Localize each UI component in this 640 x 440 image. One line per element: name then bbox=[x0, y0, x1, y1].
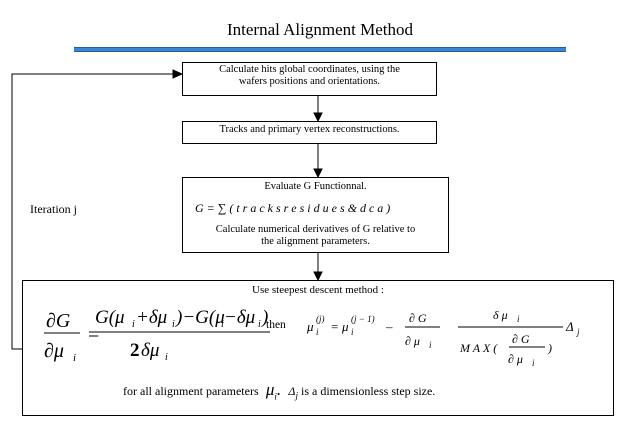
svg-text:+δμ: +δμ bbox=[136, 307, 167, 328]
svg-text:i: i bbox=[73, 352, 76, 364]
iteration-label: Iteration j bbox=[30, 202, 77, 216]
functional-formula: G = ∑ ( t r a c k s r e s i d u e s & d … bbox=[195, 201, 391, 215]
step-box-hits: Calculate hits global coordinates, using… bbox=[182, 62, 437, 96]
svg-text:i: i bbox=[132, 319, 135, 330]
descent-then: then bbox=[266, 319, 286, 331]
svg-text:δμ: δμ bbox=[141, 340, 159, 361]
arrow-1-to-2 bbox=[313, 95, 323, 123]
gradient-formula: ∂G ∂μ i = G(μ i +δμ i )−G(μ i −δμ i ) 2 … bbox=[44, 307, 270, 364]
svg-text:i: i bbox=[429, 340, 432, 350]
title-underline bbox=[74, 47, 566, 52]
svg-text:μ: μ bbox=[306, 319, 314, 334]
step-tracks-text: Tracks and primary vertex reconstruction… bbox=[219, 124, 400, 135]
svg-text:i: i bbox=[258, 319, 261, 330]
step-functional-line1: Evaluate G Functionnal. bbox=[264, 181, 367, 192]
footer-mid: is a dimensionless step size. bbox=[300, 384, 436, 398]
svg-text:): ) bbox=[547, 341, 552, 355]
step-functional-line3: Calculate numerical derivatives of G rel… bbox=[215, 224, 416, 235]
svg-text:Δ: Δ bbox=[565, 319, 574, 334]
svg-text:M A X (: M A X ( bbox=[459, 341, 498, 355]
svg-text:): ) bbox=[261, 307, 268, 328]
step-functional-line4: the alignment parameters. bbox=[261, 236, 370, 247]
svg-text:∂ μ: ∂ μ bbox=[508, 352, 523, 366]
step-hits-line1: Calculate hits global coordinates, using… bbox=[219, 64, 400, 75]
svg-text:2: 2 bbox=[130, 340, 140, 361]
iteration-loop-arrow bbox=[11, 69, 184, 350]
svg-text:i: i bbox=[532, 358, 535, 368]
update-formula: μ (j) i = μ (j − 1) i – ∂ G ∂ μ i δ μ i … bbox=[306, 308, 580, 368]
svg-text:i: i bbox=[517, 314, 520, 324]
arrow-2-to-3 bbox=[313, 144, 323, 179]
footer-mu-symbol: μi. bbox=[261, 380, 286, 402]
footer-pre: for all alignment parameters bbox=[123, 384, 259, 398]
svg-text:δ μ: δ μ bbox=[493, 308, 508, 322]
svg-text:i: i bbox=[316, 327, 319, 337]
footer-delta-symbol: Δj bbox=[288, 384, 298, 401]
svg-text:∂ G: ∂ G bbox=[512, 332, 530, 346]
step-hits-line2: wafers positions and orientations. bbox=[238, 76, 381, 87]
svg-text:∂μ: ∂μ bbox=[44, 340, 64, 362]
svg-text:i: i bbox=[172, 319, 175, 330]
svg-text:(j): (j) bbox=[316, 314, 325, 324]
svg-text:=: = bbox=[88, 324, 99, 346]
svg-text:∂ G: ∂ G bbox=[409, 311, 427, 325]
svg-text:=: = bbox=[331, 319, 338, 334]
svg-text:(j − 1): (j − 1) bbox=[351, 314, 375, 324]
arrow-3-to-4 bbox=[313, 253, 323, 282]
step-box-tracks: Tracks and primary vertex reconstruction… bbox=[182, 121, 437, 144]
svg-text:∂G: ∂G bbox=[46, 310, 71, 332]
step-functional-desc: Calculate numerical derivatives of G rel… bbox=[183, 224, 448, 248]
svg-text:j: j bbox=[576, 327, 580, 337]
svg-text:μ: μ bbox=[341, 319, 349, 334]
svg-text:∂ μ: ∂ μ bbox=[405, 334, 420, 348]
svg-text:)−G(μ: )−G(μ bbox=[175, 307, 225, 328]
svg-text:i: i bbox=[351, 327, 354, 337]
descent-heading: Use steepest descent method : bbox=[252, 284, 384, 296]
svg-text:G(μ: G(μ bbox=[95, 307, 125, 328]
step-box-functional: Evaluate G Functionnal. G = ∑ ( t r a c … bbox=[182, 177, 449, 253]
svg-text:i: i bbox=[221, 319, 224, 330]
svg-text:–: – bbox=[385, 319, 393, 334]
svg-text:−δμ: −δμ bbox=[224, 307, 255, 328]
page-title: Internal Alignment Method bbox=[226, 20, 414, 39]
descent-footer: for all alignment parameters μi. Δj is a… bbox=[123, 381, 436, 402]
svg-text:i: i bbox=[165, 352, 168, 363]
